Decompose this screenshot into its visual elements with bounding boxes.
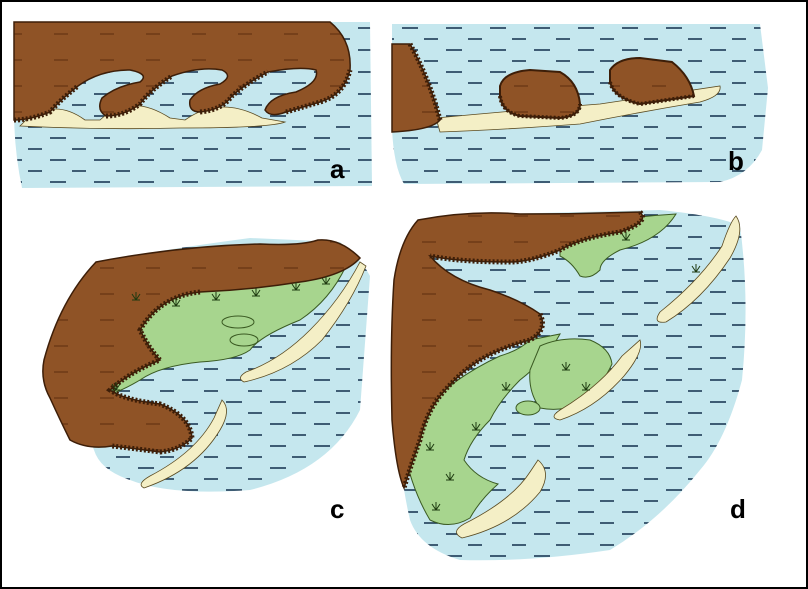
panel-c-label: c (330, 494, 344, 524)
panel-a-label: a (330, 154, 345, 184)
panel-b-sea-stack-1 (500, 70, 580, 118)
panel-d-label: d (730, 494, 746, 524)
panel-d-marsh-islet (516, 401, 540, 415)
panel-b: b (392, 24, 768, 184)
panel-c-marsh-islet (230, 334, 258, 346)
panel-a: a (14, 22, 372, 188)
panel-c-marsh-islet (222, 316, 254, 328)
panel-b-label: b (728, 146, 744, 176)
